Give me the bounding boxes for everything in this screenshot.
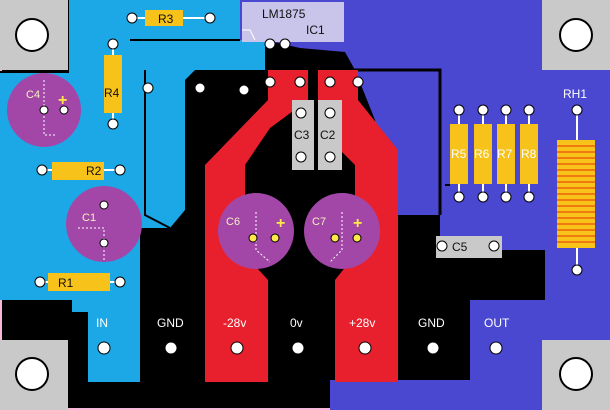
svg-text:R4: R4 bbox=[104, 86, 120, 100]
mounting-hole-bottom-right bbox=[542, 340, 610, 410]
terminal-minus-28v: -28v bbox=[223, 316, 246, 355]
svg-text:-28v: -28v bbox=[223, 316, 246, 330]
svg-text:C4: C4 bbox=[26, 89, 40, 101]
svg-text:IN: IN bbox=[96, 316, 108, 330]
capacitor-c3: C3 bbox=[292, 100, 314, 170]
svg-text:R5: R5 bbox=[451, 147, 467, 161]
capacitor-c2: C2 bbox=[318, 100, 342, 170]
resistor-r2: R2 bbox=[36, 162, 126, 180]
inductor-rh1: RH1 bbox=[557, 87, 595, 276]
terminal-gnd-left: GND bbox=[157, 316, 184, 355]
svg-text:+: + bbox=[353, 215, 362, 232]
svg-text:R7: R7 bbox=[497, 147, 513, 161]
copper-rail-negative bbox=[205, 70, 308, 382]
svg-text:0v: 0v bbox=[290, 316, 303, 330]
svg-text:C6: C6 bbox=[226, 216, 240, 228]
svg-text:R3: R3 bbox=[158, 12, 174, 26]
terminal-plus-28v: +28v bbox=[349, 316, 375, 355]
ic-ref-label: IC1 bbox=[306, 23, 325, 37]
resistor-r4: R4 bbox=[104, 38, 122, 130]
capacitor-c6: C6 + bbox=[218, 193, 294, 269]
terminal-in: IN bbox=[96, 316, 111, 355]
copper-pour-blue bbox=[240, 0, 610, 410]
svg-text:C7: C7 bbox=[312, 216, 326, 228]
capacitor-c4: C4 + bbox=[7, 73, 81, 147]
svg-text:R1: R1 bbox=[58, 276, 74, 290]
svg-text:R6: R6 bbox=[474, 147, 490, 161]
ic1-lm1875: LM1875 IC1 bbox=[242, 2, 344, 50]
mounting-hole-bottom-left bbox=[0, 340, 68, 410]
resistor-r1: R1 bbox=[34, 273, 126, 291]
svg-text:RH1: RH1 bbox=[563, 87, 587, 101]
via-pads bbox=[142, 76, 364, 96]
svg-text:C2: C2 bbox=[320, 128, 336, 142]
svg-text:C1: C1 bbox=[82, 212, 96, 224]
capacitor-c1: C1 bbox=[66, 186, 142, 262]
svg-text:+: + bbox=[276, 215, 285, 232]
resistor-r8: R8 bbox=[520, 104, 538, 203]
svg-text:OUT: OUT bbox=[484, 316, 510, 330]
terminal-gnd-right: GND bbox=[418, 316, 445, 355]
capacitor-c5: C5 bbox=[436, 236, 502, 258]
resistor-r6: R6 bbox=[474, 104, 492, 203]
resistor-r7: R7 bbox=[497, 104, 515, 203]
resistor-r3: R3 bbox=[126, 10, 216, 26]
svg-text:+28v: +28v bbox=[349, 316, 375, 330]
svg-text:C5: C5 bbox=[452, 240, 468, 254]
svg-text:R2: R2 bbox=[86, 164, 102, 178]
mounting-hole-top-left bbox=[0, 0, 68, 70]
resistor-r5: R5 bbox=[450, 104, 468, 203]
capacitor-c7: C7 + bbox=[304, 193, 380, 269]
mounting-hole-top-right bbox=[542, 0, 610, 70]
terminal-out: OUT bbox=[484, 316, 510, 355]
svg-text:C3: C3 bbox=[294, 128, 310, 142]
svg-text:+: + bbox=[58, 92, 67, 109]
terminal-0v: 0v bbox=[290, 316, 305, 355]
ic-part-label: LM1875 bbox=[262, 7, 306, 21]
svg-text:R8: R8 bbox=[521, 147, 537, 161]
trace-gap bbox=[144, 70, 171, 229]
svg-text:GND: GND bbox=[418, 316, 445, 330]
svg-text:GND: GND bbox=[157, 316, 184, 330]
